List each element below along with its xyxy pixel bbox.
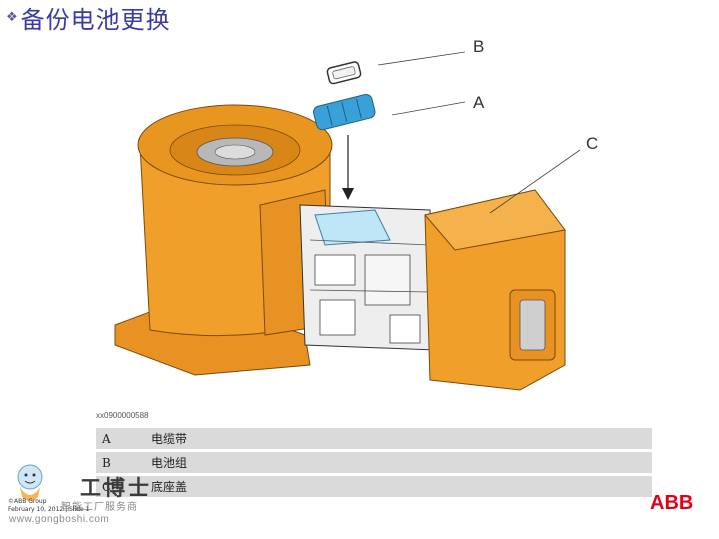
footer-date: February 10, 2012 | Slide 1 bbox=[8, 506, 90, 513]
legend-key: B bbox=[102, 455, 111, 470]
abb-logo: ABB bbox=[650, 492, 693, 514]
callout-b: B bbox=[473, 37, 485, 56]
watermark-title: 工博士 bbox=[80, 475, 152, 500]
legend-row: C 底座盖 bbox=[96, 476, 652, 497]
leader-line-a bbox=[391, 101, 466, 116]
legend-value: 底座盖 bbox=[151, 480, 188, 494]
watermark-subtitle: 智能工厂服务商 bbox=[61, 502, 138, 513]
watermark-url: www.gongboshi.com bbox=[9, 514, 110, 525]
legend-row: B 电池组 bbox=[96, 452, 652, 473]
cable-strap bbox=[326, 61, 362, 85]
footer-copyright: ©ABB Group bbox=[8, 498, 47, 505]
legend-value: 电缆带 bbox=[151, 432, 188, 446]
leader-line-c bbox=[489, 149, 581, 214]
legend-table: A 电缆带 B 电池组 C 底座盖 bbox=[96, 428, 652, 500]
legend-key: A bbox=[102, 431, 111, 446]
legend-key: C bbox=[102, 479, 112, 494]
svg-text:ABB: ABB bbox=[650, 492, 693, 514]
diamond-bullet-icon: ❖ bbox=[6, 9, 18, 25]
robot-base-illustration bbox=[114, 51, 581, 391]
callout-c: C bbox=[586, 134, 599, 153]
figure-code: xx0900000588 bbox=[96, 411, 149, 420]
legend-row: A 电缆带 bbox=[96, 428, 652, 449]
battery-pack bbox=[313, 93, 376, 131]
slide-title: ❖ 备份电池更换 bbox=[6, 2, 171, 34]
watermark-mascot-icon bbox=[17, 464, 43, 501]
leader-line-b bbox=[377, 51, 466, 66]
callout-a: A bbox=[473, 93, 485, 112]
legend-value: 电池组 bbox=[151, 456, 188, 470]
slide-title-text: 备份电池更换 bbox=[20, 5, 171, 34]
